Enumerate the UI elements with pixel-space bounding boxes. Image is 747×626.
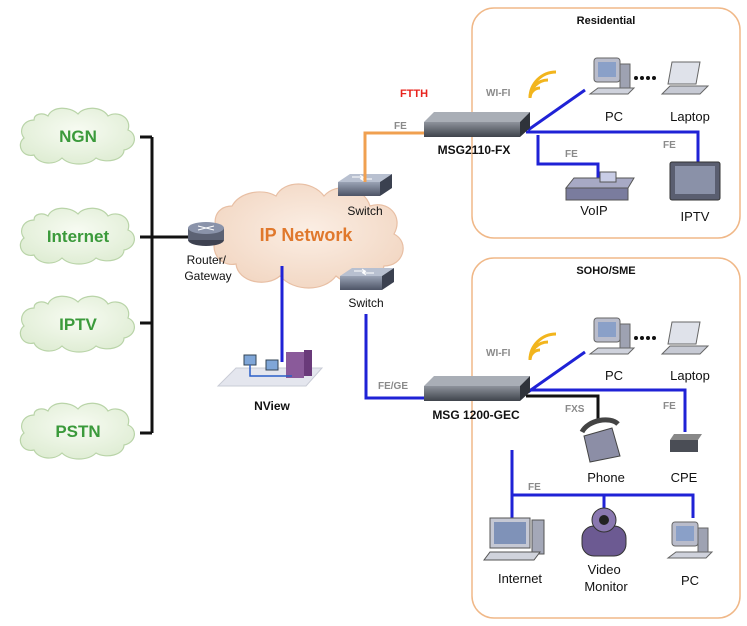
wifi-icon-soho [528,332,557,361]
fe-ge-label: FE/GE [378,381,408,392]
soho-title: SOHO/SME [576,265,635,277]
video-monitor-label: Video Monitor [584,562,628,594]
soho-links [510,350,695,528]
iptv-label: IPTV [681,209,710,224]
video-camera-icon [581,507,627,557]
internet-label: Internet [498,571,542,586]
laptop-icon-res [660,61,710,95]
fe-label-iptv: FE [663,140,676,151]
pc2-label-soho: PC [681,573,699,588]
backbone-lines [140,135,196,435]
residential-title: Residential [577,15,636,27]
cloud-ngn-label: NGN [59,127,97,146]
cloud-internet-label: Internet [47,227,110,246]
fxs-label: FXS [565,404,585,415]
residential-links [526,88,700,178]
fe-label-ftth: FE [394,121,407,132]
ftth-link [363,131,425,182]
cloud-iptv: IPTV [19,295,135,353]
router-icon [188,222,224,246]
phone-label: Phone [587,470,625,485]
iptv-icon [669,161,721,201]
cloud-iptv-label: IPTV [59,315,97,334]
cloud-ngn: NGN [19,107,135,165]
laptop-icon-soho [660,321,710,355]
wifi-label-res: WI-FI [486,88,511,99]
pc-icon-res [588,57,636,95]
cloud-pstn: PSTN [19,402,135,460]
voip-label: VoIP [580,203,607,218]
fe-label-cpe: FE [663,401,676,412]
ip-network-cloud: IP Network [213,183,404,289]
ip-network-label: IP Network [260,225,354,245]
router-label: Router/ Gateway [184,253,231,283]
msg-top-label: MSG2110-FX [438,143,511,157]
msg2110-device-icon [424,112,530,137]
cpe-icon [670,434,702,452]
pc-label-soho: PC [605,368,623,383]
fe-label-voip: FE [565,149,578,160]
cloud-internet: Internet [19,207,135,265]
internet-workstation-icon [483,517,545,561]
ftth-label: FTTH [400,88,428,100]
fxs-link [526,394,600,420]
cpe-label: CPE [671,470,698,485]
laptop-label-res: Laptop [670,109,710,124]
voip-phone-icon [564,171,635,201]
switch-top-label: Switch [347,204,382,218]
fe-label-soho-lan: FE [528,482,541,493]
switch-bottom-icon [340,268,394,290]
pc-icon-soho [588,317,636,355]
nview-icon [216,350,324,387]
fe-ge-link [364,314,425,400]
dotted-connection-res [634,76,656,80]
cloud-pstn-label: PSTN [55,422,100,441]
wifi-icon-res [528,70,557,99]
nview-label: NView [254,399,290,413]
phone-icon [579,417,621,463]
pc-label-res: PC [605,109,623,124]
msg1200-device-icon [424,376,530,401]
dotted-connection-soho [634,336,656,340]
laptop-label-soho: Laptop [670,368,710,383]
pc2-icon-soho [666,521,714,559]
msg-bottom-label: MSG 1200-GEC [432,408,520,422]
switch-bottom-label: Switch [348,296,383,310]
wifi-label-soho: WI-FI [486,348,511,359]
